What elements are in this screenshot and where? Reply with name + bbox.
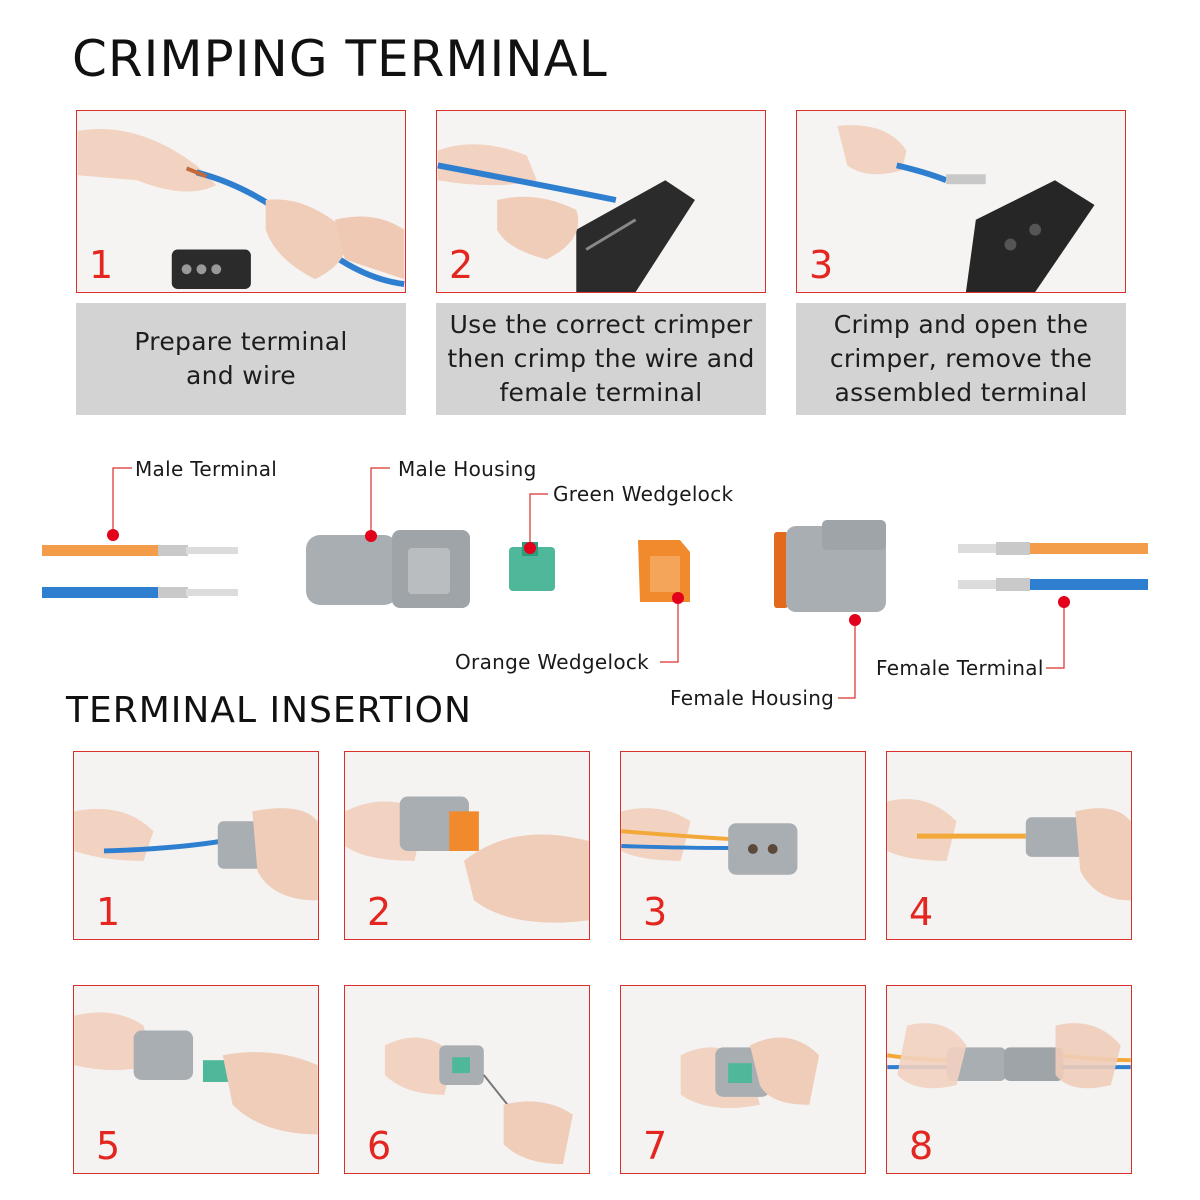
female-housing-shape bbox=[774, 520, 886, 612]
insertion-step-8-number: 8 bbox=[909, 1124, 934, 1168]
insertion-step-6-photo: 6 bbox=[344, 985, 590, 1174]
insertion-step-2-number: 2 bbox=[367, 890, 392, 934]
crimp-step-2-photo: 2 bbox=[436, 110, 766, 293]
male-housing-shape bbox=[306, 530, 470, 608]
label-female-terminal: Female Terminal bbox=[876, 656, 1044, 680]
crimp-step-3-caption: Crimp and open the crimper, remove the a… bbox=[796, 303, 1126, 415]
crimp-step-2-number: 2 bbox=[449, 243, 474, 287]
insertion-step-7-photo: 7 bbox=[620, 985, 866, 1174]
parts-diagram bbox=[42, 467, 1148, 699]
insertion-step-2-photo: 2 bbox=[344, 751, 590, 940]
insertion-step-4-photo: 4 bbox=[886, 751, 1132, 940]
male-terminal-wires bbox=[42, 545, 238, 598]
crimp-step-1-photo: 1 bbox=[76, 110, 406, 293]
label-green-wedgelock: Green Wedgelock bbox=[553, 482, 734, 506]
label-female-housing: Female Housing bbox=[670, 686, 835, 710]
crimped-terminal-illustration bbox=[797, 111, 1125, 292]
crimp-step-1-number: 1 bbox=[89, 243, 114, 287]
crimping-title: CRIMPING TERMINAL bbox=[72, 30, 608, 88]
orange-wedgelock-shape bbox=[638, 540, 690, 602]
label-orange-wedgelock: Orange Wedgelock bbox=[455, 650, 650, 674]
insertion-step-6-number: 6 bbox=[367, 1124, 392, 1168]
insertion-title: TERMINAL INSERTION bbox=[66, 690, 472, 731]
label-male-terminal: Male Terminal bbox=[135, 457, 278, 481]
insertion-step-1-photo: 1 bbox=[73, 751, 319, 940]
wire-in-crimper-illustration bbox=[437, 111, 765, 292]
female-terminal-wires bbox=[958, 542, 1148, 591]
insertion-step-8-photo: 8 bbox=[886, 985, 1132, 1174]
leader-lines bbox=[112, 467, 1065, 699]
insertion-step-5-number: 5 bbox=[96, 1124, 121, 1168]
crimp-step-2-caption: Use the correct crimper then crimp the w… bbox=[436, 303, 766, 415]
crimp-step-3-photo: 3 bbox=[796, 110, 1126, 293]
crimp-step-3-number: 3 bbox=[809, 243, 834, 287]
insertion-step-3-photo: 3 bbox=[620, 751, 866, 940]
insertion-step-7-number: 7 bbox=[643, 1124, 668, 1168]
insertion-step-3-number: 3 bbox=[643, 890, 668, 934]
label-male-housing: Male Housing bbox=[398, 457, 537, 481]
insertion-step-1-number: 1 bbox=[96, 890, 121, 934]
hands-wire-crimper-illustration bbox=[77, 111, 405, 292]
leader-dots bbox=[107, 529, 1070, 626]
crimp-step-1-caption: Prepare terminal and wire bbox=[76, 303, 406, 415]
insertion-step-4-number: 4 bbox=[909, 890, 934, 934]
insertion-step-5-photo: 5 bbox=[73, 985, 319, 1174]
